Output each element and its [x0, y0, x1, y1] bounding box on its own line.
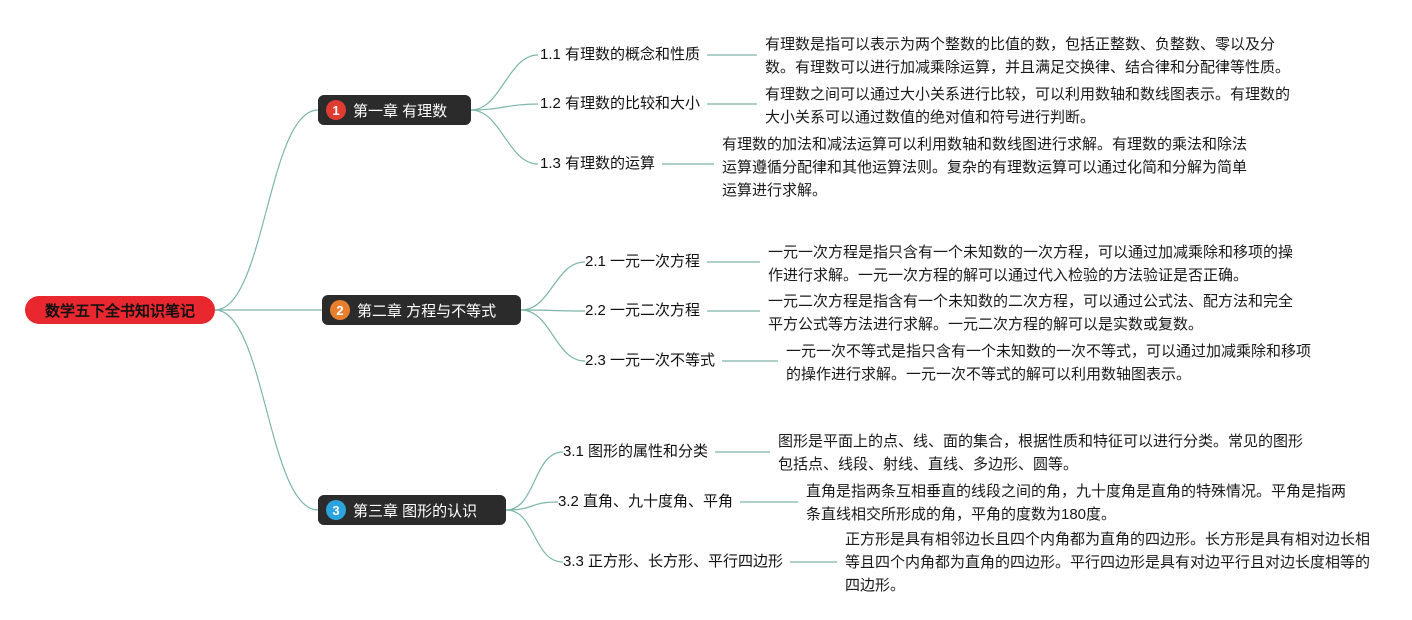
subtopic-1-2[interactable]: 1.2 有理数的比较和大小: [540, 95, 701, 112]
detail-note-2-1[interactable]: 一元一次方程是指只含有一个未知数的一次方程，可以通过加减乘除和移项的操作进行求解…: [768, 244, 1294, 284]
edge-ch3-st1: [505, 451, 564, 511]
chapter-3-number-badge: 3: [326, 500, 346, 520]
edge-root-chapter3: [214, 309, 319, 511]
detail-note-3-1[interactable]: 图形是平面上的点、线、面的集合，根据性质和特征可以进行分类。常见的图形包括点、线…: [778, 433, 1304, 473]
subtopic-3-3[interactable]: 3.3 正方形、长方形、平行四边形: [563, 553, 784, 570]
edge-ch1-st2: [470, 103, 539, 111]
subtopic-3-2[interactable]: 3.2 直角、九十度角、平角: [558, 493, 734, 510]
chapter-2-number-badge: 2: [330, 300, 350, 320]
detail-note-1-1[interactable]: 有理数是指可以表示为两个整数的比值的数，包括正整数、负整数、零以及分数。有理数可…: [765, 36, 1291, 76]
subtopic-1-3[interactable]: 1.3 有理数的运算: [540, 155, 656, 172]
edge-ch1-st3: [470, 109, 539, 165]
subtopic-2-1[interactable]: 2.1 一元一次方程: [585, 253, 701, 270]
edge-ch1-st1: [470, 54, 539, 111]
chapter-2-title: 第二章 方程与不等式: [357, 302, 497, 320]
root-title: 数学五下全书知识笔记: [44, 302, 195, 320]
detail-note-1-3[interactable]: 有理数的加法和减法运算可以利用数轴和数线图进行求解。有理数的乘法和除法运算遵循分…: [722, 136, 1248, 199]
root-node[interactable]: 数学五下全书知识笔记: [25, 296, 215, 324]
detail-note-2-2[interactable]: 一元二次方程是指含有一个未知数的二次方程，可以通过公式法、配方法和完全平方公式等…: [768, 293, 1294, 333]
chapter-3-title: 第三章 图形的认识: [353, 502, 478, 520]
subtopic-2-3[interactable]: 2.3 一元一次不等式: [585, 352, 716, 369]
edge-ch3-st3: [505, 509, 564, 563]
detail-note-1-2[interactable]: 有理数之间可以通过大小关系进行比较，可以利用数轴和数线图表示。有理数的大小关系可…: [765, 86, 1291, 126]
detail-note-3-3[interactable]: 正方形是具有相邻边长且四个内角都为直角的四边形。长方形是具有相对边长相等且四个内…: [845, 531, 1371, 594]
detail-note-2-3[interactable]: 一元一次不等式是指只含有一个未知数的一次不等式，可以通过加减乘除和移项的操作进行…: [786, 343, 1312, 383]
edge-root-chapter1: [214, 109, 319, 311]
subtopic-3-1[interactable]: 3.1 图形的属性和分类: [563, 443, 709, 460]
detail-note-3-2[interactable]: 直角是指两条互相垂直的线段之间的角，九十度角是直角的特殊情况。平角是指两条直线相…: [806, 483, 1347, 523]
chapter-1-number-badge: 1: [326, 100, 346, 120]
edge-ch2-st2: [520, 309, 586, 312]
edge-ch3-st2: [505, 501, 559, 511]
chapter-node-3[interactable]: 3 第三章 图形的认识: [318, 495, 506, 525]
edge-ch2-st1: [520, 261, 586, 311]
chapter-node-1[interactable]: 1 第一章 有理数: [318, 95, 471, 125]
chapter-node-2[interactable]: 2 第二章 方程与不等式: [322, 295, 521, 325]
edge-ch2-st3: [520, 309, 586, 362]
subtopic-2-2[interactable]: 2.2 一元二次方程: [585, 302, 701, 319]
subtopic-1-1[interactable]: 1.1 有理数的概念和性质: [540, 46, 701, 63]
chapter-1-title: 第一章 有理数: [353, 102, 448, 120]
